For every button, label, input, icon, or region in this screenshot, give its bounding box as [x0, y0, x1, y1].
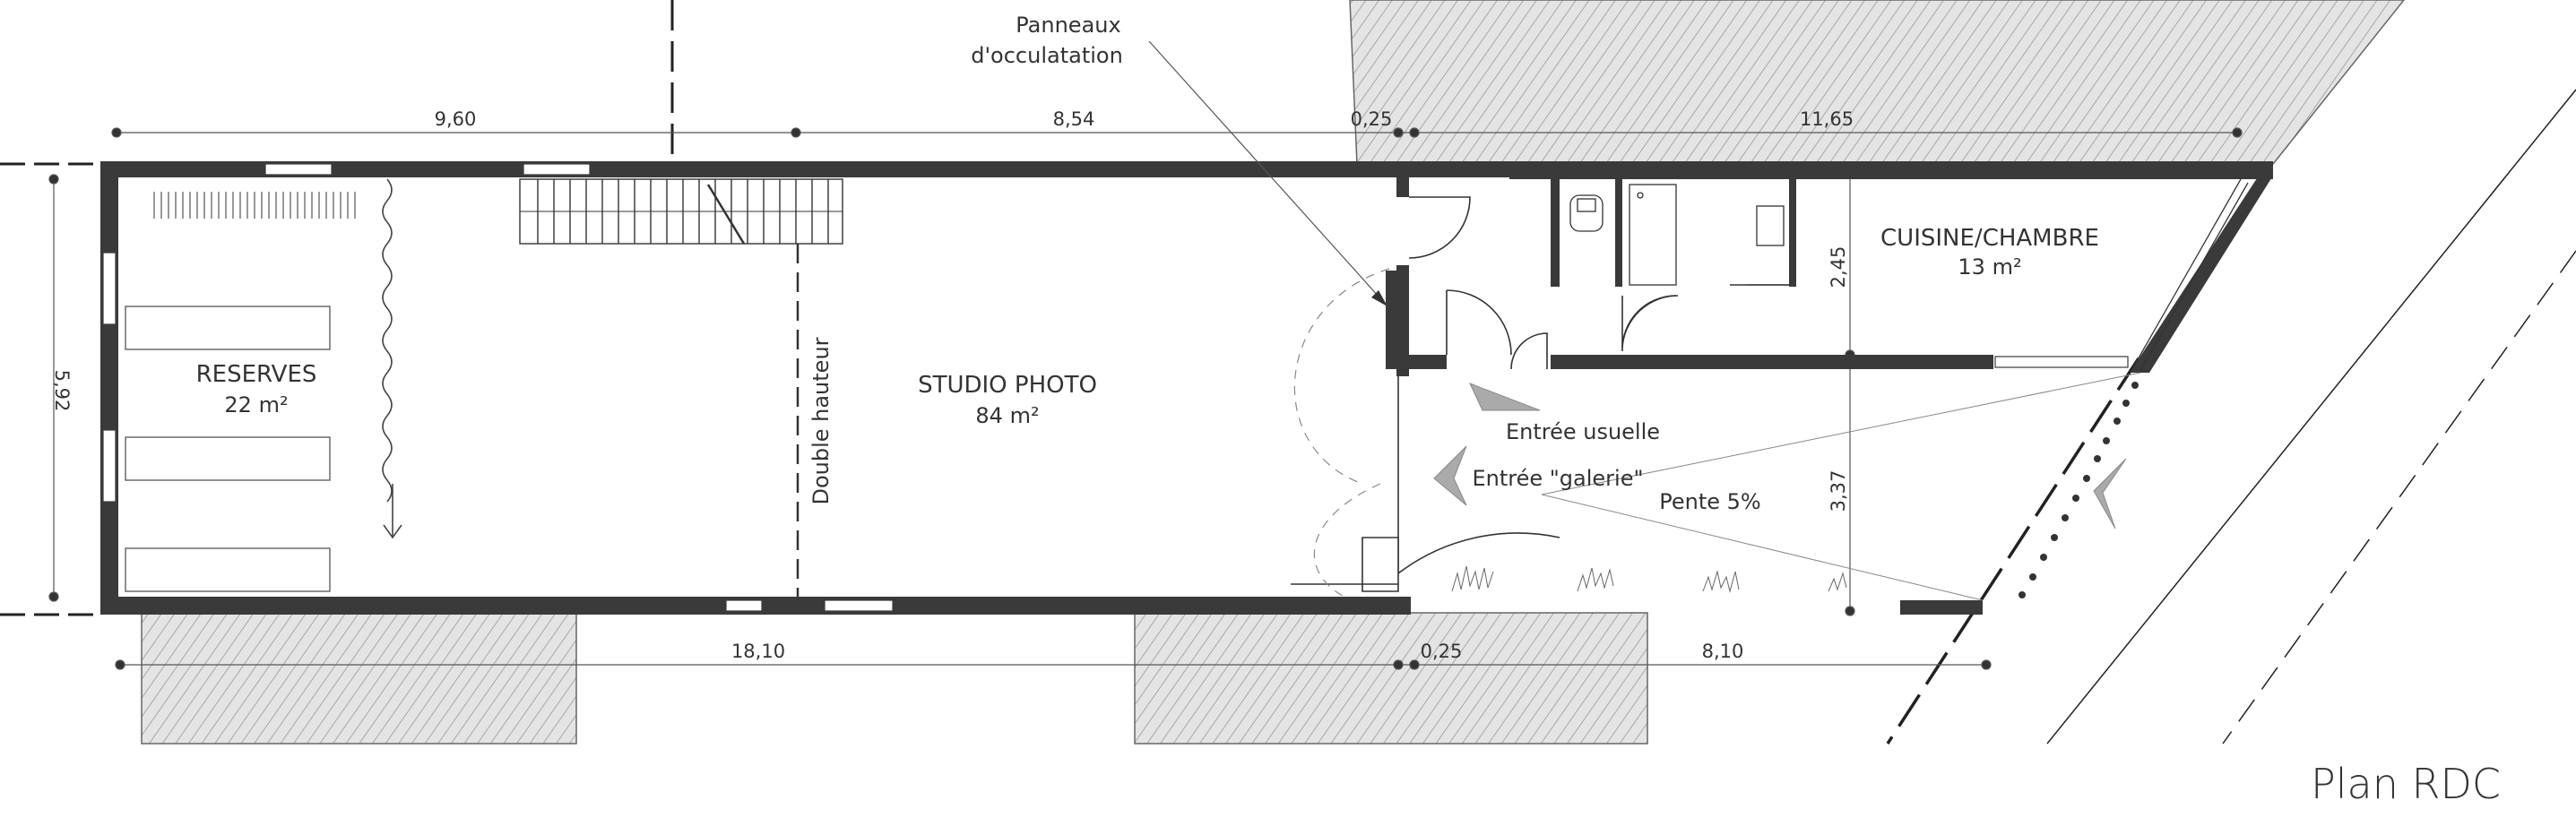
- curtain: [382, 178, 402, 539]
- bathroom-fixtures: [1569, 184, 1789, 286]
- storage-racks: [125, 306, 331, 592]
- room-area-reserves: 22 m²: [224, 392, 288, 418]
- hedge-dots: [2018, 382, 2139, 598]
- room-labels: RESERVES 22 m² STUDIO PHOTO 84 m² CUISIN…: [196, 225, 2099, 428]
- dim-top-1: 9,60: [435, 108, 477, 130]
- windows: [102, 163, 2129, 612]
- dim-bottom-3: 8,10: [1702, 641, 1744, 662]
- dim-top-3: 0,25: [1351, 108, 1393, 130]
- glass-wall: [2132, 178, 2249, 372]
- entry-arrows: [1433, 383, 2127, 529]
- pente-label: Pente 5%: [1659, 489, 1760, 514]
- panneaux-label-line2: d'occulatation: [971, 43, 1123, 68]
- plan-title: Plan RDC: [2311, 760, 2501, 808]
- room-name-cuisine: CUISINE/CHAMBRE: [1880, 225, 2099, 252]
- curtain-arcs: [1293, 268, 1390, 598]
- neighbor-buildings: [141, 0, 2405, 745]
- property-lines: [0, 0, 2576, 745]
- neighbor-building-bottom-left: [141, 612, 577, 745]
- dim-left-height: 5,92: [51, 370, 73, 412]
- annotation-labels: Double hauteur Panneaux d'occulatation E…: [808, 13, 1761, 514]
- double-hauteur-label: Double hauteur: [808, 337, 834, 504]
- room-name-reserves: RESERVES: [196, 361, 317, 388]
- dim-top-2: 8,54: [1053, 108, 1095, 130]
- room-name-studio: STUDIO PHOTO: [918, 372, 1097, 399]
- entree-usuelle-label: Entrée usuelle: [1506, 419, 1660, 444]
- dim-entry-depth: 3,37: [1828, 470, 1849, 512]
- room-area-cuisine: 13 m²: [1958, 254, 2021, 280]
- dim-bottom-2: 0,25: [1421, 641, 1463, 662]
- occultation-panels: [1148, 40, 1396, 369]
- neighbor-building-top-right: [1349, 0, 2405, 165]
- room-area-studio: 84 m²: [975, 403, 1039, 428]
- dimension-lines: [48, 127, 2243, 670]
- slope-lines: [1541, 372, 2141, 601]
- dim-kitchen-depth: 2,45: [1828, 246, 1849, 288]
- neighbor-building-bottom-middle: [1134, 612, 1648, 745]
- doors: [1291, 196, 1789, 592]
- panneaux-label-line1: Panneaux: [1016, 13, 1120, 38]
- staircase: [519, 178, 843, 245]
- dimension-labels: 9,60 8,54 0,25 11,65 18,10 0,25 8,10 5,9…: [51, 108, 1854, 662]
- dim-bottom-1: 18,10: [731, 641, 785, 662]
- vegetation: [1451, 565, 1847, 593]
- entree-galerie-label: Entrée "galerie": [1472, 466, 1643, 491]
- dim-top-4: 11,65: [1800, 108, 1854, 130]
- hanging-rail: [153, 192, 356, 219]
